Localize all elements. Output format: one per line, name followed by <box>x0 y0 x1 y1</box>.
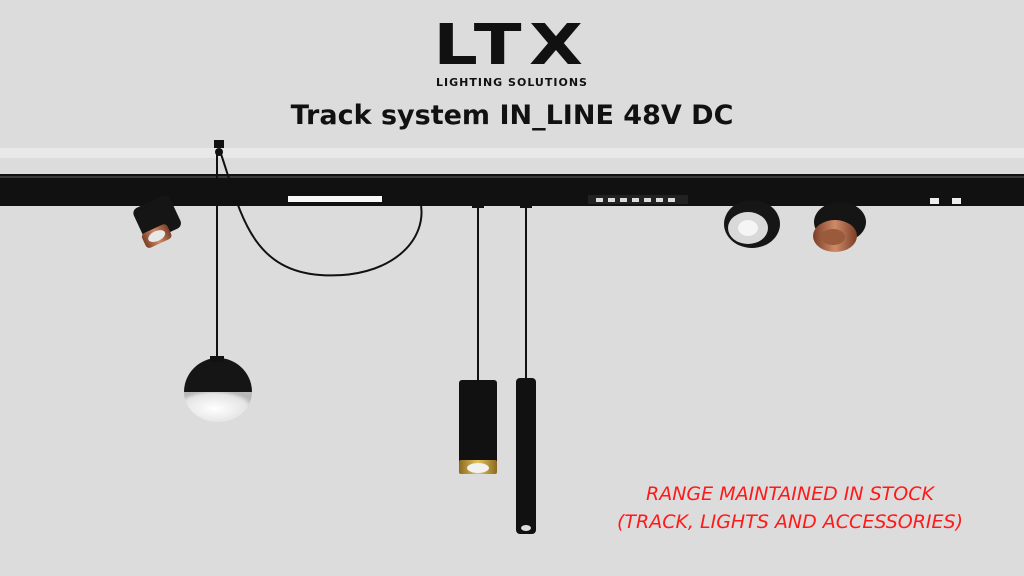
ceiling-band <box>0 148 1024 158</box>
pendant-cylinder-gold <box>459 200 497 474</box>
multi-spot-module <box>588 195 688 204</box>
round-spot-copper <box>813 196 866 252</box>
stock-notice-line2: (TRACK, LIGHTS AND ACCESSORIES) <box>616 511 964 533</box>
pendant-globe <box>184 140 423 422</box>
track-rail-highlight <box>0 176 1024 178</box>
mini-spots <box>930 198 961 204</box>
round-spot-white <box>724 198 780 248</box>
stock-notice: RANGE MAINTAINED IN STOCK (TRACK, LIGHTS… <box>560 480 1020 536</box>
linear-light-strip <box>288 196 382 202</box>
logo-wordmark: LTX <box>433 13 591 78</box>
stock-notice-line1: RANGE MAINTAINED IN STOCK <box>646 483 934 505</box>
pendant-slim-tube <box>516 200 536 534</box>
spot-light-copper <box>133 195 181 248</box>
page-title: Track system IN_LINE 48V DC <box>290 100 734 131</box>
brand-logo: LTX LIGHTING SOLUTIONS <box>0 13 1024 90</box>
logo-tagline: LIGHTING SOLUTIONS <box>436 76 588 89</box>
